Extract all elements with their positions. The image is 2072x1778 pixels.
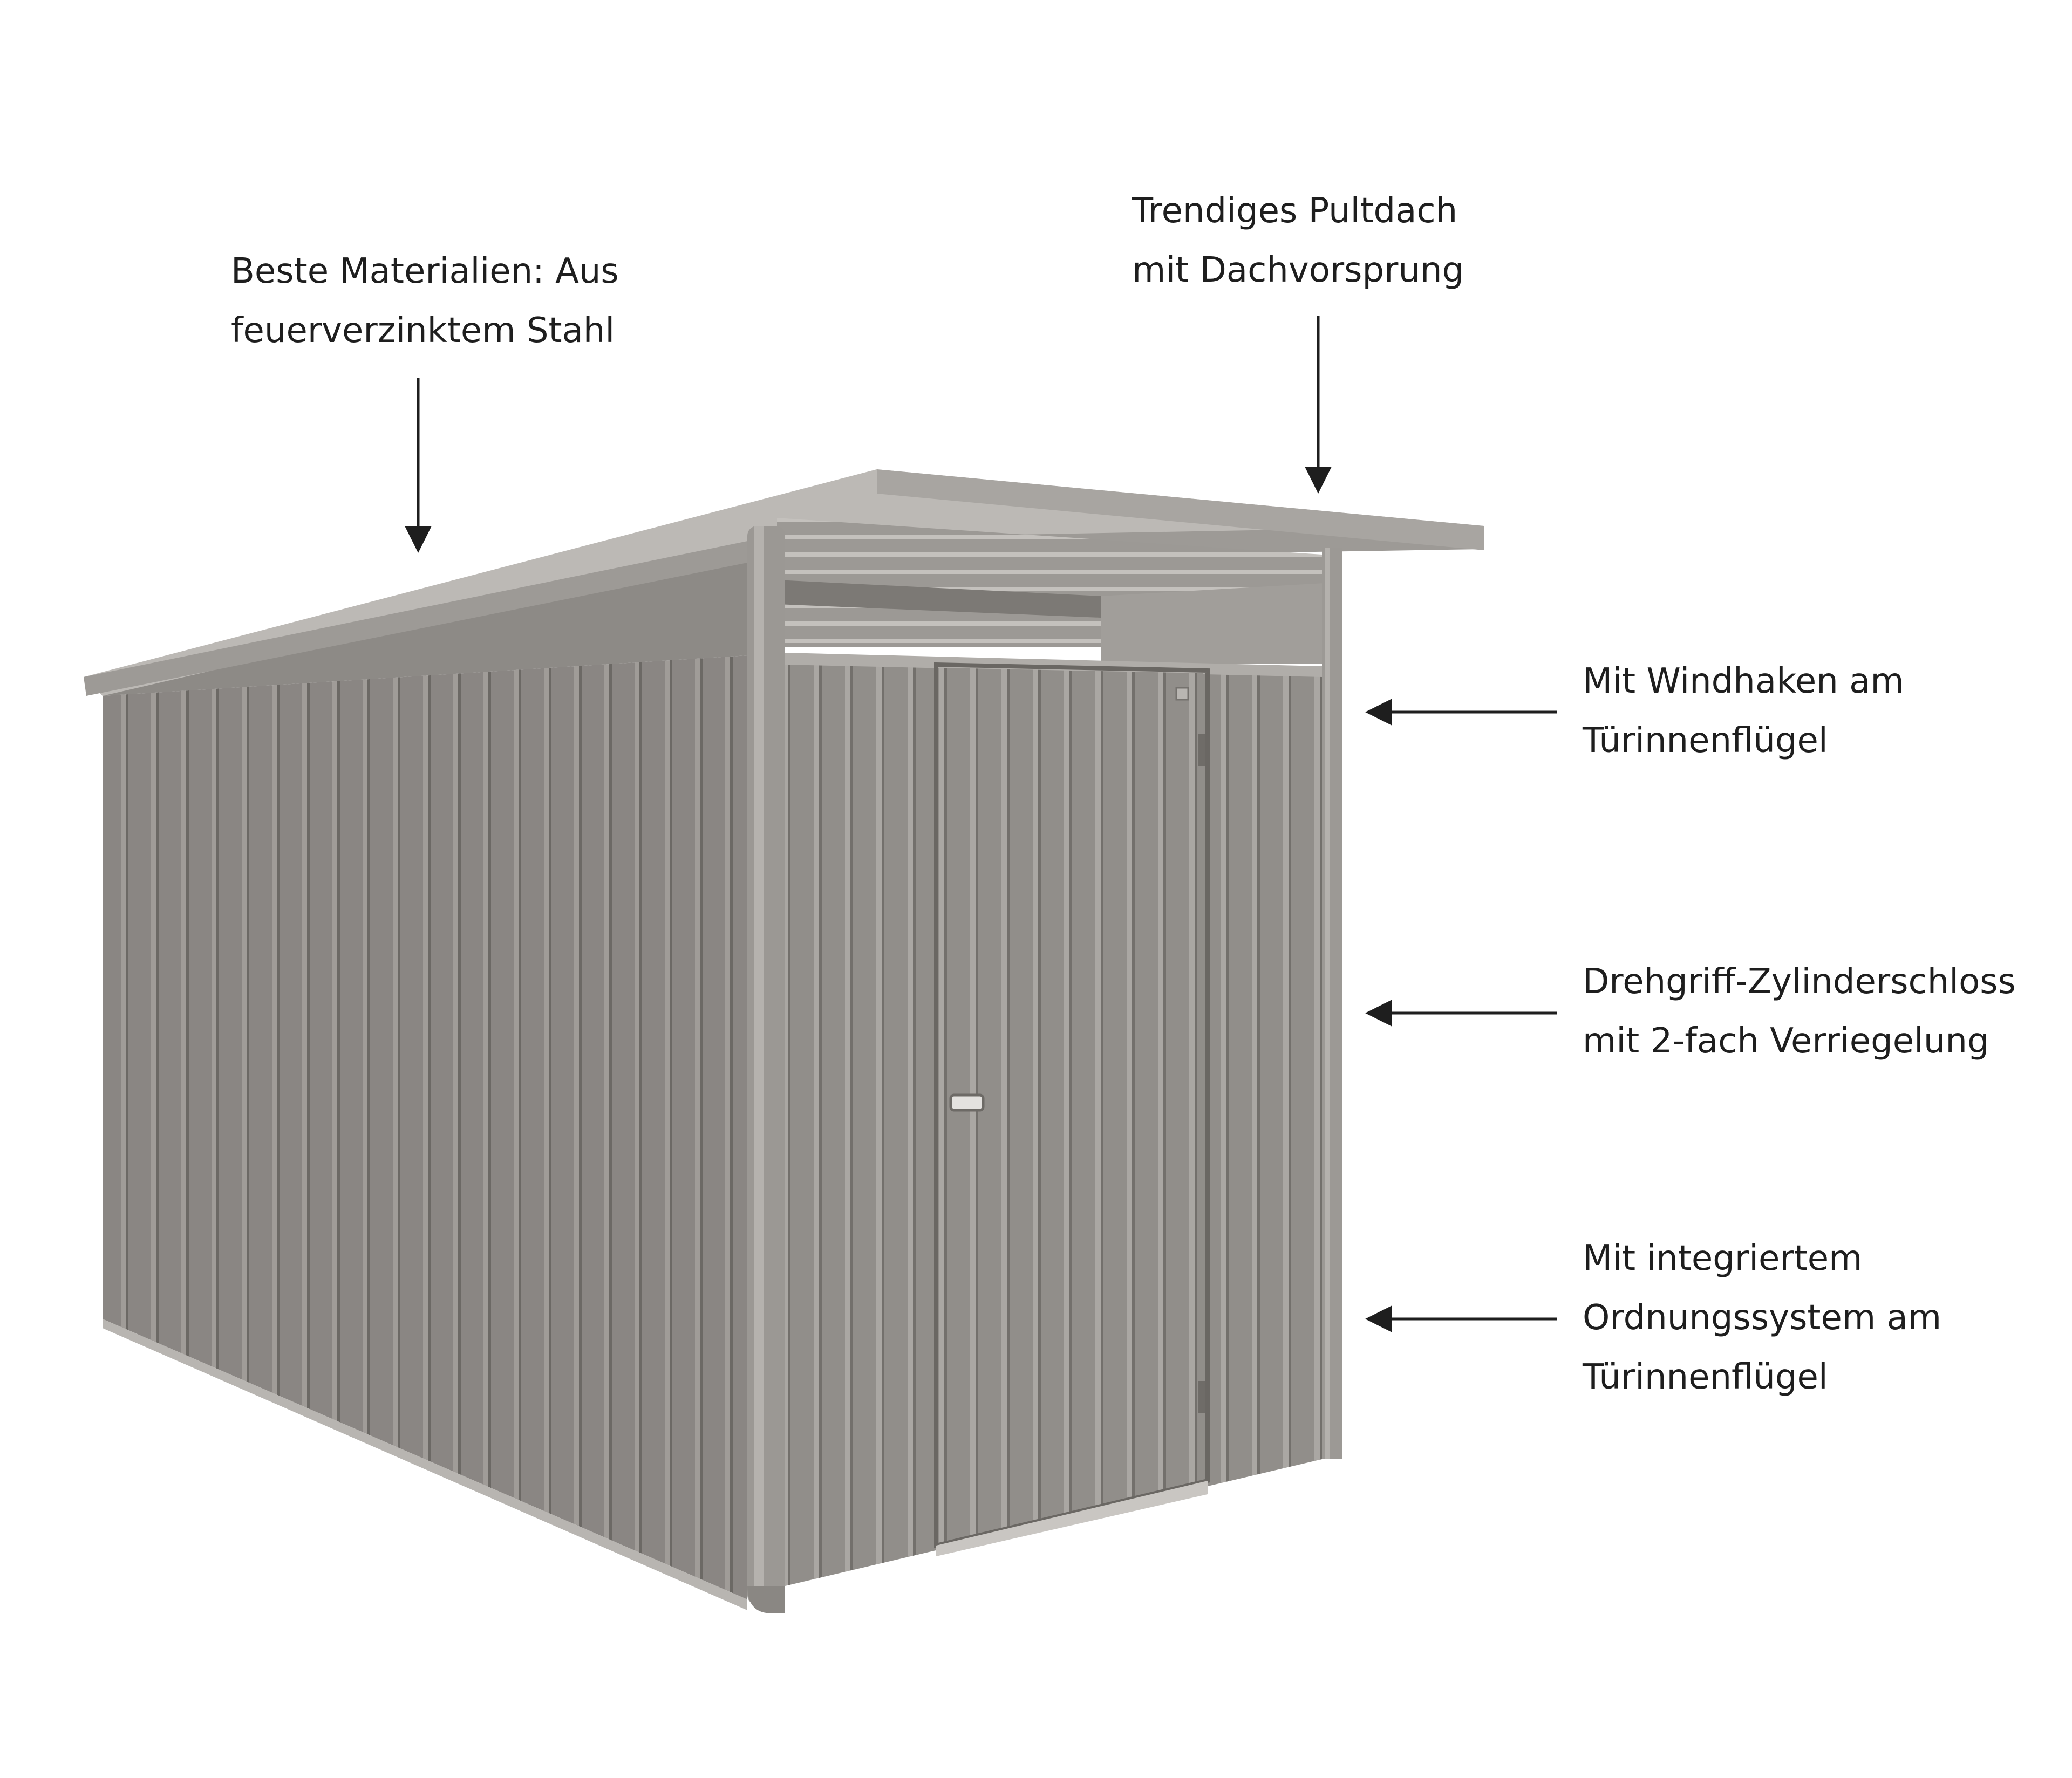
door-vent	[1175, 687, 1189, 701]
roof-beam-front	[777, 580, 1101, 618]
callout-storage-line2: Ordnungssystem am	[1583, 1298, 1942, 1338]
side-wall-shade	[103, 655, 747, 1599]
callout-storage-line3: Türinnenflügel	[1583, 1357, 1828, 1397]
callout-windhook: Mit Windhaken am Türinnenflügel	[1583, 652, 1904, 770]
corner-post	[747, 526, 785, 1605]
callout-storage: Mit integriertem Ordnungssystem am Türin…	[1583, 1229, 1941, 1407]
side-wall	[103, 655, 747, 1599]
callout-roof-line2: mit Dachvorsprung	[1132, 250, 1464, 290]
door-threshold	[936, 1481, 1208, 1556]
callout-lock-line1: Drehgriff-Zylinderschloss	[1583, 962, 2016, 1002]
right-post-highlight	[1325, 548, 1330, 1459]
callout-lock: Drehgriff-Zylinderschloss mit 2-fach Ver…	[1583, 952, 2016, 1071]
callout-materials-line1: Beste Materialien: Aus	[231, 251, 619, 291]
roof-top	[84, 469, 1484, 696]
callout-materials: Beste Materialien: Aus feuerverzinktem S…	[231, 242, 619, 360]
callout-materials-line2: feuerverzinktem Stahl	[231, 311, 615, 351]
door-hinge-top	[1198, 734, 1205, 766]
corner-post-foot	[747, 1586, 785, 1613]
corner-post-highlight	[754, 526, 764, 1605]
callout-storage-line1: Mit integriertem	[1583, 1239, 1863, 1278]
door-leaf	[942, 668, 1203, 1540]
callout-roof: Trendiges Pultdach mit Dachvorsprung	[1132, 181, 1464, 300]
callout-lock-line2: mit 2-fach Verriegelung	[1583, 1021, 1989, 1061]
door-handle	[949, 1093, 985, 1112]
roof-front-fascia	[877, 469, 1484, 550]
callout-roof-line1: Trendiges Pultdach	[1132, 191, 1458, 231]
callout-windhook-line1: Mit Windhaken am	[1583, 661, 1904, 701]
side-bottom-trim	[103, 1319, 747, 1610]
door-hinge-bottom	[1198, 1381, 1205, 1413]
gable-infill	[1101, 583, 1333, 664]
callout-windhook-line2: Türinnenflügel	[1583, 721, 1828, 761]
